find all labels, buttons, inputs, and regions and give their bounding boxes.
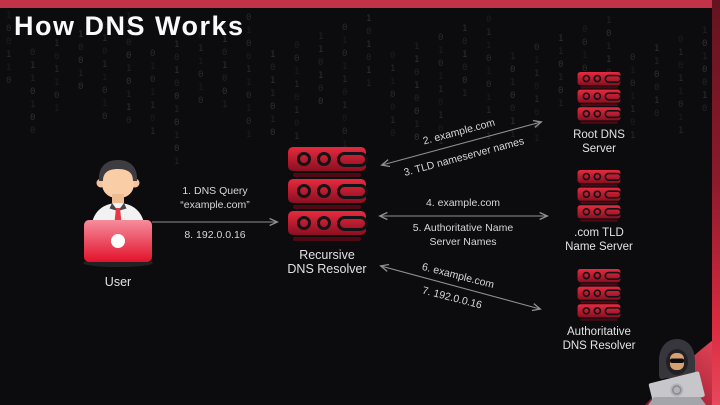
authoritative-label-line2: DNS Resolver	[562, 340, 636, 352]
server-unit	[577, 107, 622, 121]
flow-label-authoritative-names: 5. Authoritative Name Server Names	[383, 221, 543, 249]
server-slot-icon	[604, 306, 622, 315]
server-slot-icon	[604, 207, 622, 216]
server-slot-icon	[604, 190, 622, 199]
server-led-icon	[593, 109, 602, 118]
server-slot-icon	[604, 109, 622, 118]
recursive-resolver-node: Recursive DNS Resolver	[267, 147, 387, 276]
server-divider	[580, 184, 618, 187]
server-unit	[577, 187, 622, 201]
root-dns-label-line2: Server	[582, 143, 616, 155]
server-led-icon	[582, 190, 591, 199]
tld-nameserver-node: .com TLD Name Server	[549, 170, 649, 254]
server-slot-icon	[604, 271, 622, 280]
server-divider	[580, 219, 618, 222]
server-led-icon	[593, 92, 602, 101]
server-stack-icon	[577, 72, 622, 125]
server-led-icon	[582, 271, 591, 280]
tld-label-line2: Name Server	[565, 241, 633, 253]
server-unit	[577, 205, 622, 219]
tld-label-line1: .com TLD	[574, 227, 624, 239]
flow-label-authoritative-names-line2: Server Names	[429, 236, 497, 248]
server-led-icon	[593, 172, 602, 181]
server-divider	[293, 173, 361, 177]
server-divider	[580, 283, 618, 286]
authoritative-label: Authoritative DNS Resolver	[563, 325, 636, 353]
server-slot-icon	[604, 289, 622, 298]
right-accent-bar	[712, 0, 720, 405]
flow-label-query-tld: 4. example.com	[425, 197, 501, 209]
server-led-icon	[593, 74, 602, 83]
user-icon	[83, 160, 153, 267]
server-slot-icon	[604, 74, 622, 83]
user-label: User	[104, 275, 132, 289]
server-slot-icon	[604, 92, 622, 101]
server-divider	[580, 318, 618, 321]
server-stack-icon	[577, 269, 622, 322]
server-slot-icon	[337, 151, 368, 167]
resolver-label-line2: DNS Resolver	[287, 262, 367, 276]
server-stack-icon	[577, 170, 622, 223]
server-led-icon	[317, 152, 331, 166]
server-divider	[580, 300, 618, 304]
server-unit	[577, 72, 622, 86]
server-unit	[577, 286, 622, 300]
arrow-resolver-root	[380, 119, 543, 168]
server-unit	[288, 211, 368, 235]
server-stack-icon	[288, 147, 368, 243]
flow-label-dns-query: 1. DNS Query	[182, 185, 248, 197]
server-slot-icon	[337, 215, 368, 231]
root-dns-label: Root DNS Server	[573, 128, 625, 156]
server-unit	[577, 170, 622, 184]
resolver-label-line1: Recursive	[299, 248, 355, 262]
server-unit	[288, 179, 368, 203]
server-led-icon	[297, 152, 311, 166]
server-divider	[580, 86, 618, 89]
top-accent-bar	[0, 0, 720, 8]
root-dns-node: Root DNS Server	[549, 72, 649, 156]
server-unit	[577, 269, 622, 283]
arrow-resolver-auth	[379, 263, 542, 312]
server-unit	[577, 304, 622, 318]
server-led-icon	[297, 184, 311, 198]
server-led-icon	[593, 289, 602, 298]
authoritative-resolver-node: Authoritative DNS Resolver	[549, 269, 649, 353]
server-slot-icon	[337, 183, 368, 199]
server-unit	[577, 89, 622, 103]
server-led-icon	[297, 216, 311, 230]
server-divider	[580, 103, 618, 107]
flow-label-response-ip: 8. 192.0.0.16	[184, 229, 246, 241]
server-led-icon	[593, 306, 602, 315]
flow-label-dns-query-domain: “example.com”	[180, 199, 250, 211]
server-led-icon	[317, 216, 331, 230]
server-led-icon	[582, 92, 591, 101]
server-divider	[580, 121, 618, 124]
server-slot-icon	[604, 172, 622, 181]
server-led-icon	[582, 207, 591, 216]
tld-label: .com TLD Name Server	[565, 226, 633, 254]
server-divider	[580, 201, 618, 205]
server-unit	[288, 147, 368, 171]
server-led-icon	[582, 109, 591, 118]
hacker-icon	[648, 339, 706, 405]
server-led-icon	[582, 306, 591, 315]
server-divider	[293, 205, 361, 209]
server-led-icon	[593, 190, 602, 199]
server-led-icon	[582, 172, 591, 181]
flow-label-authoritative-names-line1: 5. Authoritative Name	[412, 222, 514, 234]
server-divider	[293, 237, 361, 241]
server-led-icon	[317, 184, 331, 198]
server-led-icon	[582, 74, 591, 83]
user-node: User	[83, 158, 153, 289]
page-title: How DNS Works	[14, 11, 245, 41]
server-led-icon	[593, 271, 602, 280]
resolver-label: Recursive DNS Resolver	[287, 248, 366, 276]
root-dns-label-line1: Root DNS	[573, 129, 625, 141]
authoritative-label-line1: Authoritative	[567, 326, 631, 338]
server-led-icon	[593, 207, 602, 216]
server-led-icon	[582, 289, 591, 298]
